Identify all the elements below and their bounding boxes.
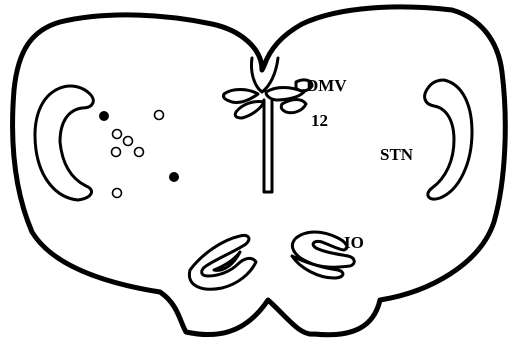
- open-site-marker: [112, 148, 121, 157]
- open-site-marker: [113, 189, 122, 198]
- hypoglossal-nucleus-right: [281, 100, 306, 113]
- open-site-marker: [124, 137, 133, 146]
- open-site-marker: [135, 148, 144, 157]
- spinal-trigeminal-nucleus-left: [35, 86, 93, 200]
- filled-site-marker: [169, 172, 179, 182]
- label-hypoglossal: 12: [311, 111, 328, 130]
- inferior-olive-left: [189, 235, 256, 289]
- filled-site-marker: [99, 111, 109, 121]
- label-stn: STN: [380, 145, 414, 164]
- label-dmv: DMV: [306, 76, 347, 95]
- label-io: IO: [344, 233, 364, 252]
- midline-raphe: [264, 100, 272, 192]
- open-site-marker: [155, 111, 164, 120]
- open-site-marker: [113, 130, 122, 139]
- spinal-trigeminal-nucleus-right: [425, 80, 472, 199]
- hypoglossal-nucleus-left: [235, 101, 264, 118]
- medulla-outline: [13, 7, 506, 335]
